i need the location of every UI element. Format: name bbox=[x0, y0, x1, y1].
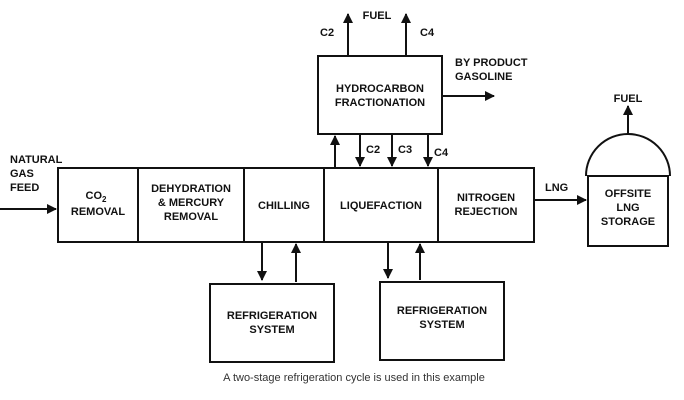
svg-text:STORAGE: STORAGE bbox=[601, 216, 655, 228]
refrigeration-system-1-box bbox=[209, 283, 335, 363]
dehydration-box bbox=[137, 167, 245, 243]
svg-text:GASOLINE: GASOLINE bbox=[455, 71, 512, 83]
svg-text:REMOVAL: REMOVAL bbox=[71, 206, 125, 218]
diagram-caption: A two-stage refrigeration cycle is used … bbox=[223, 372, 485, 384]
svg-text:SYSTEM: SYSTEM bbox=[249, 324, 294, 336]
svg-text:SYSTEM: SYSTEM bbox=[419, 319, 464, 331]
svg-text:REFRIGERATION: REFRIGERATION bbox=[397, 305, 487, 317]
chilling-box bbox=[243, 167, 325, 243]
return-c2-label: C2 bbox=[366, 144, 380, 156]
nitrogen-rejection-box bbox=[437, 167, 535, 243]
chilling-label: CHILLING bbox=[258, 200, 310, 212]
svg-text:REMOVAL: REMOVAL bbox=[164, 211, 218, 223]
co2-removal-box bbox=[57, 167, 139, 243]
svg-text:HYDROCARBON: HYDROCARBON bbox=[336, 83, 424, 95]
byproduct-gasoline-label: BY PRODUCT GASOLINE bbox=[455, 57, 528, 83]
lng-label: LNG bbox=[545, 182, 568, 194]
main-process-train bbox=[57, 167, 535, 243]
refrigeration-system-2-label: REFRIGERATION SYSTEM bbox=[397, 305, 487, 331]
return-c4-label: C4 bbox=[434, 147, 449, 159]
svg-text:& MERCURY: & MERCURY bbox=[158, 197, 225, 209]
svg-text:OFFSITE: OFFSITE bbox=[605, 188, 651, 200]
nitrogen-rejection-label: NITROGEN REJECTION bbox=[455, 192, 518, 218]
top-c2-label: C2 bbox=[320, 27, 334, 39]
co2-removal-label: CO2 REMOVAL bbox=[71, 190, 125, 218]
svg-text:LNG: LNG bbox=[616, 202, 639, 214]
natural-gas-feed-label: NATURAL GAS FEED bbox=[10, 154, 63, 194]
top-c4-label: C4 bbox=[420, 27, 435, 39]
offsite-lng-storage-label: OFFSITE LNG STORAGE bbox=[601, 188, 655, 228]
svg-text:NITROGEN: NITROGEN bbox=[457, 192, 515, 204]
svg-text:CO2: CO2 bbox=[86, 190, 108, 204]
svg-text:FRACTIONATION: FRACTIONATION bbox=[335, 97, 425, 109]
refrigeration-system-2-box bbox=[379, 281, 505, 361]
hydrocarbon-fractionation-box bbox=[317, 55, 443, 135]
svg-text:BY PRODUCT: BY PRODUCT bbox=[455, 57, 528, 69]
svg-text:FEED: FEED bbox=[10, 182, 39, 194]
svg-text:GAS: GAS bbox=[10, 168, 34, 180]
storage-fuel-label: FUEL bbox=[614, 93, 643, 105]
svg-text:REJECTION: REJECTION bbox=[455, 206, 518, 218]
hydrocarbon-fractionation-label: HYDROCARBON FRACTIONATION bbox=[335, 83, 425, 109]
liquefaction-label: LIQUEFACTION bbox=[340, 200, 422, 212]
dehydration-label: DEHYDRATION & MERCURY REMOVAL bbox=[151, 183, 231, 223]
svg-text:NATURAL: NATURAL bbox=[10, 154, 63, 166]
return-c3-label: C3 bbox=[398, 144, 412, 156]
refrigeration-system-1-label: REFRIGERATION SYSTEM bbox=[227, 310, 317, 336]
svg-text:REFRIGERATION: REFRIGERATION bbox=[227, 310, 317, 322]
top-fuel-label: FUEL bbox=[363, 10, 392, 22]
svg-text:DEHYDRATION: DEHYDRATION bbox=[151, 183, 231, 195]
offsite-lng-storage-tank bbox=[585, 133, 671, 247]
